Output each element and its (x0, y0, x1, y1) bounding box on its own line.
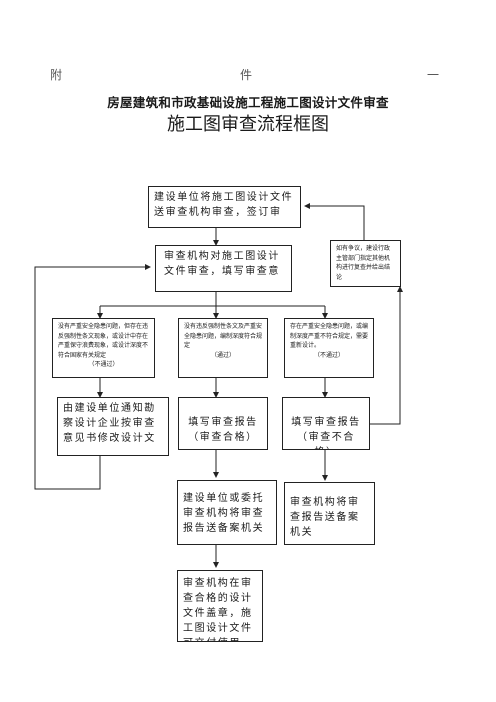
condition-b-status: （通过） (210, 351, 235, 359)
condition-c-text: 存在严重安全隐患问题，或编制深度严重不符合规定，需要重新设计。 (290, 323, 369, 349)
entrust-text: 建设单位或委托审查机构将审查报告送备案机关 (183, 493, 265, 534)
review-box: 审查机构对施工图设计文件审查，填写审查意 (155, 245, 292, 292)
review-text: 审查机构对施工图设计文件审查，填写审查意 (164, 251, 280, 277)
condition-c-status: （不通过） (313, 351, 344, 359)
header-right: 一 (427, 68, 440, 82)
entrust-box: 建设单位或委托审查机构将审查报告送备案机关 (177, 480, 277, 545)
send-report-box: 审查机构将审查报告送备案机关 (284, 482, 375, 545)
dispute-box: 如有争议，建设行政主管部门指定其他机构进行复查并给出结论 (330, 240, 401, 287)
report-pass-box: 填写审查报告（审查合格） (178, 397, 268, 450)
flowchart-title: 施工图审查流程框图 (167, 114, 329, 135)
notify-text: 由建设单位通知勘察设计企业按审查意见书修改设计文 (63, 403, 156, 444)
report-fail-box: 填写审查报告（审查不合格） (282, 397, 370, 450)
stamp-box: 审查机构在审查合格的设计文件盖章，施工图设计文件可交付使用 (177, 570, 263, 642)
condition-a-status: （不通过） (88, 361, 119, 368)
dispute-text: 如有争议，建设行政主管部门指定其他机构进行复查并给出结论 (336, 245, 391, 281)
condition-a-text: 没有严重安全隐患问题，但存在违反强制性条文现象，或设计中存在严重保守浪费现象，或… (58, 323, 149, 359)
arrow-dispute-to-submit (304, 203, 365, 240)
header-mid: 件 (240, 68, 253, 82)
arrow-notify-loop-to-review (34, 264, 151, 490)
report-pass-text: 填写审查报告（审查合格） (188, 417, 258, 443)
submit-box: 建设单位将施工图设计文件送审查机构审查，签订审 (148, 186, 301, 228)
document-title: 房屋建筑和市政基础设施工程施工图设计文件审查 (107, 95, 389, 110)
report-fail-text: 填写审查报告（审查不合格） (291, 417, 361, 449)
submit-text: 建设单位将施工图设计文件送审查机构审查，签订审 (154, 192, 294, 218)
condition-b-box: 没有违反强制性条文及严重安全隐患问题，编制深度符合规定 （通过） (178, 318, 268, 378)
arrow-report-fail-to-dispute (370, 286, 403, 425)
condition-c-box: 存在严重安全隐患问题，或编制深度严重不符合规定，需要重新设计。 （不通过） (284, 318, 374, 378)
header-left: 附 (50, 68, 63, 82)
send-report-text: 审查机构将审查报告送备案机关 (290, 497, 360, 538)
stamp-text: 审查机构在审查合格的设计文件盖章，施工图设计文件可交付使用 (183, 578, 253, 641)
condition-a-box: 没有严重安全隐患问题，但存在违反强制性条文现象，或设计中存在严重保守浪费现象，或… (52, 318, 155, 378)
condition-b-text: 没有违反强制性条文及严重安全隐患问题，编制深度符合规定 (184, 323, 263, 349)
loop-dummy (35, 456, 100, 489)
notify-box: 由建设单位通知勘察设计企业按审查意见书修改设计文 (57, 397, 169, 456)
